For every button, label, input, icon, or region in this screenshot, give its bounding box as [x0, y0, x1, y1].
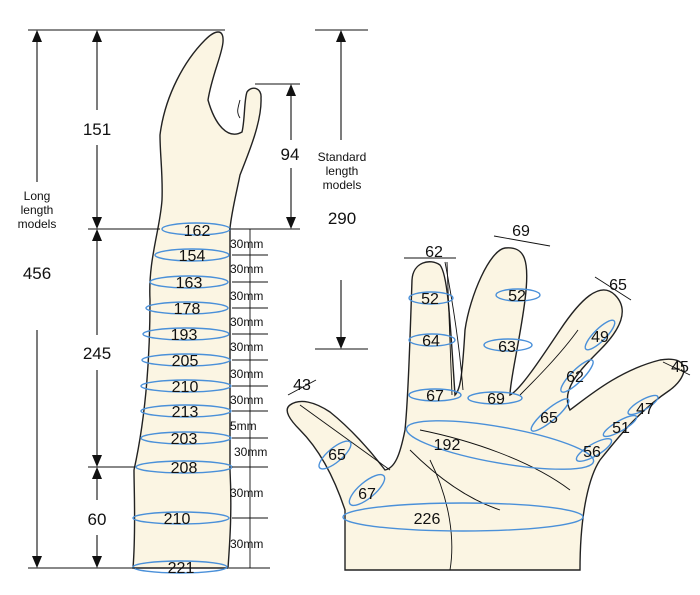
thumb-line [299, 404, 391, 471]
ring-base-value: 65 [540, 410, 558, 427]
spacing-label-4: 30mm [230, 315, 263, 329]
segment-mid-value: 245 [83, 344, 111, 363]
index-width-value: 62 [425, 244, 443, 261]
middle-base-value: 69 [487, 391, 505, 408]
index-base-value: 67 [426, 388, 444, 405]
dimension-segments: 151 245 60 [83, 30, 160, 568]
circ-label-1: 162 [184, 223, 211, 240]
standard-label-line1: Standard [318, 150, 367, 164]
spacing-label-7: 30mm [230, 393, 263, 407]
segment-bottom-value: 60 [88, 510, 107, 529]
little-width-value: 45 [671, 359, 689, 376]
long-label-line2: length [21, 203, 54, 217]
circ-label-4: 178 [174, 301, 201, 318]
circ-label-6: 205 [172, 353, 199, 370]
palm-value: 192 [434, 437, 461, 454]
middle-top-value: 52 [508, 288, 526, 305]
spacing-label-11: 30mm [230, 537, 263, 551]
arm-figure: 162 154 163 178 193 205 210 213 203 208 … [18, 29, 368, 577]
thumb-base-value: 67 [358, 486, 376, 503]
spacing-label-5: 30mm [230, 340, 263, 354]
circ-label-11: 210 [164, 511, 191, 528]
finger-width-lines [287, 235, 691, 396]
ring-side-line [519, 329, 579, 396]
standard-label-line2: length [326, 164, 359, 178]
arm-circumference-labels: 162 154 163 178 193 205 210 213 203 208 … [164, 223, 211, 577]
standard-label-line3: models [323, 178, 362, 192]
hand-outline [286, 247, 685, 571]
index-inner-line [446, 261, 453, 396]
index-mid-value: 64 [422, 333, 440, 350]
ring-top-value: 49 [591, 329, 609, 346]
long-length-value: 456 [23, 264, 51, 283]
little-mid-value: 51 [612, 420, 630, 437]
circ-label-8: 213 [172, 404, 199, 421]
hand-labels: 43 62 69 65 45 52 64 67 52 63 69 49 62 6… [293, 223, 689, 528]
thumb-width-value: 43 [293, 377, 311, 394]
circ-label-10: 208 [171, 460, 198, 477]
circ-label-2: 154 [179, 248, 206, 265]
spacing-label-10: 30mm [230, 486, 263, 500]
index-top-value: 52 [421, 291, 439, 308]
middle-width-value: 69 [512, 223, 530, 240]
dimension-long-length: Long length models 456 [18, 29, 225, 569]
circ-label-9: 203 [171, 431, 198, 448]
palm-crease-2 [419, 429, 571, 491]
little-top-value: 47 [636, 401, 654, 418]
palm-crease-1 [409, 449, 501, 511]
spacing-label-8: 5mm [230, 419, 257, 433]
spacing-ruler: 30mm 30mm 30mm 30mm 30mm 30mm 30mm 5mm 3… [229, 228, 270, 569]
little-base-value: 56 [583, 444, 601, 461]
ring-width-value: 65 [609, 277, 627, 294]
long-label-line3: models [18, 217, 57, 231]
long-label-line1: Long [24, 189, 51, 203]
spacing-label-6: 30mm [230, 367, 263, 381]
middle-mid-value: 63 [498, 339, 516, 356]
ring-mid-value: 62 [566, 369, 584, 386]
dimension-standard-length: Standard length models 290 [315, 29, 368, 350]
circ-label-7: 210 [172, 379, 199, 396]
hand-figure: 43 62 69 65 45 52 64 67 52 63 69 49 62 6… [286, 223, 691, 571]
circ-label-3: 163 [176, 275, 203, 292]
spacing-label-9: 30mm [234, 445, 267, 459]
circ-label-5: 193 [171, 327, 198, 344]
palm-crease-3 [429, 459, 453, 571]
wrist-value: 226 [414, 511, 441, 528]
index-side-line [444, 261, 464, 391]
spacing-label-1: 30mm [230, 237, 263, 251]
circ-label-12: 221 [168, 560, 195, 577]
arm-rings [132, 222, 233, 574]
spacing-label-2: 30mm [230, 262, 263, 276]
spacing-label-3: 30mm [230, 289, 263, 303]
dimension-thumb: 94 [232, 83, 300, 230]
thumb-nail [237, 99, 241, 119]
hand-rings [318, 288, 659, 532]
standard-length-value: 290 [328, 209, 356, 228]
segment-top-value: 151 [83, 120, 111, 139]
thumb-mid-value: 65 [328, 447, 346, 464]
thumb-length-value: 94 [281, 145, 300, 164]
arm-outline [132, 31, 262, 569]
